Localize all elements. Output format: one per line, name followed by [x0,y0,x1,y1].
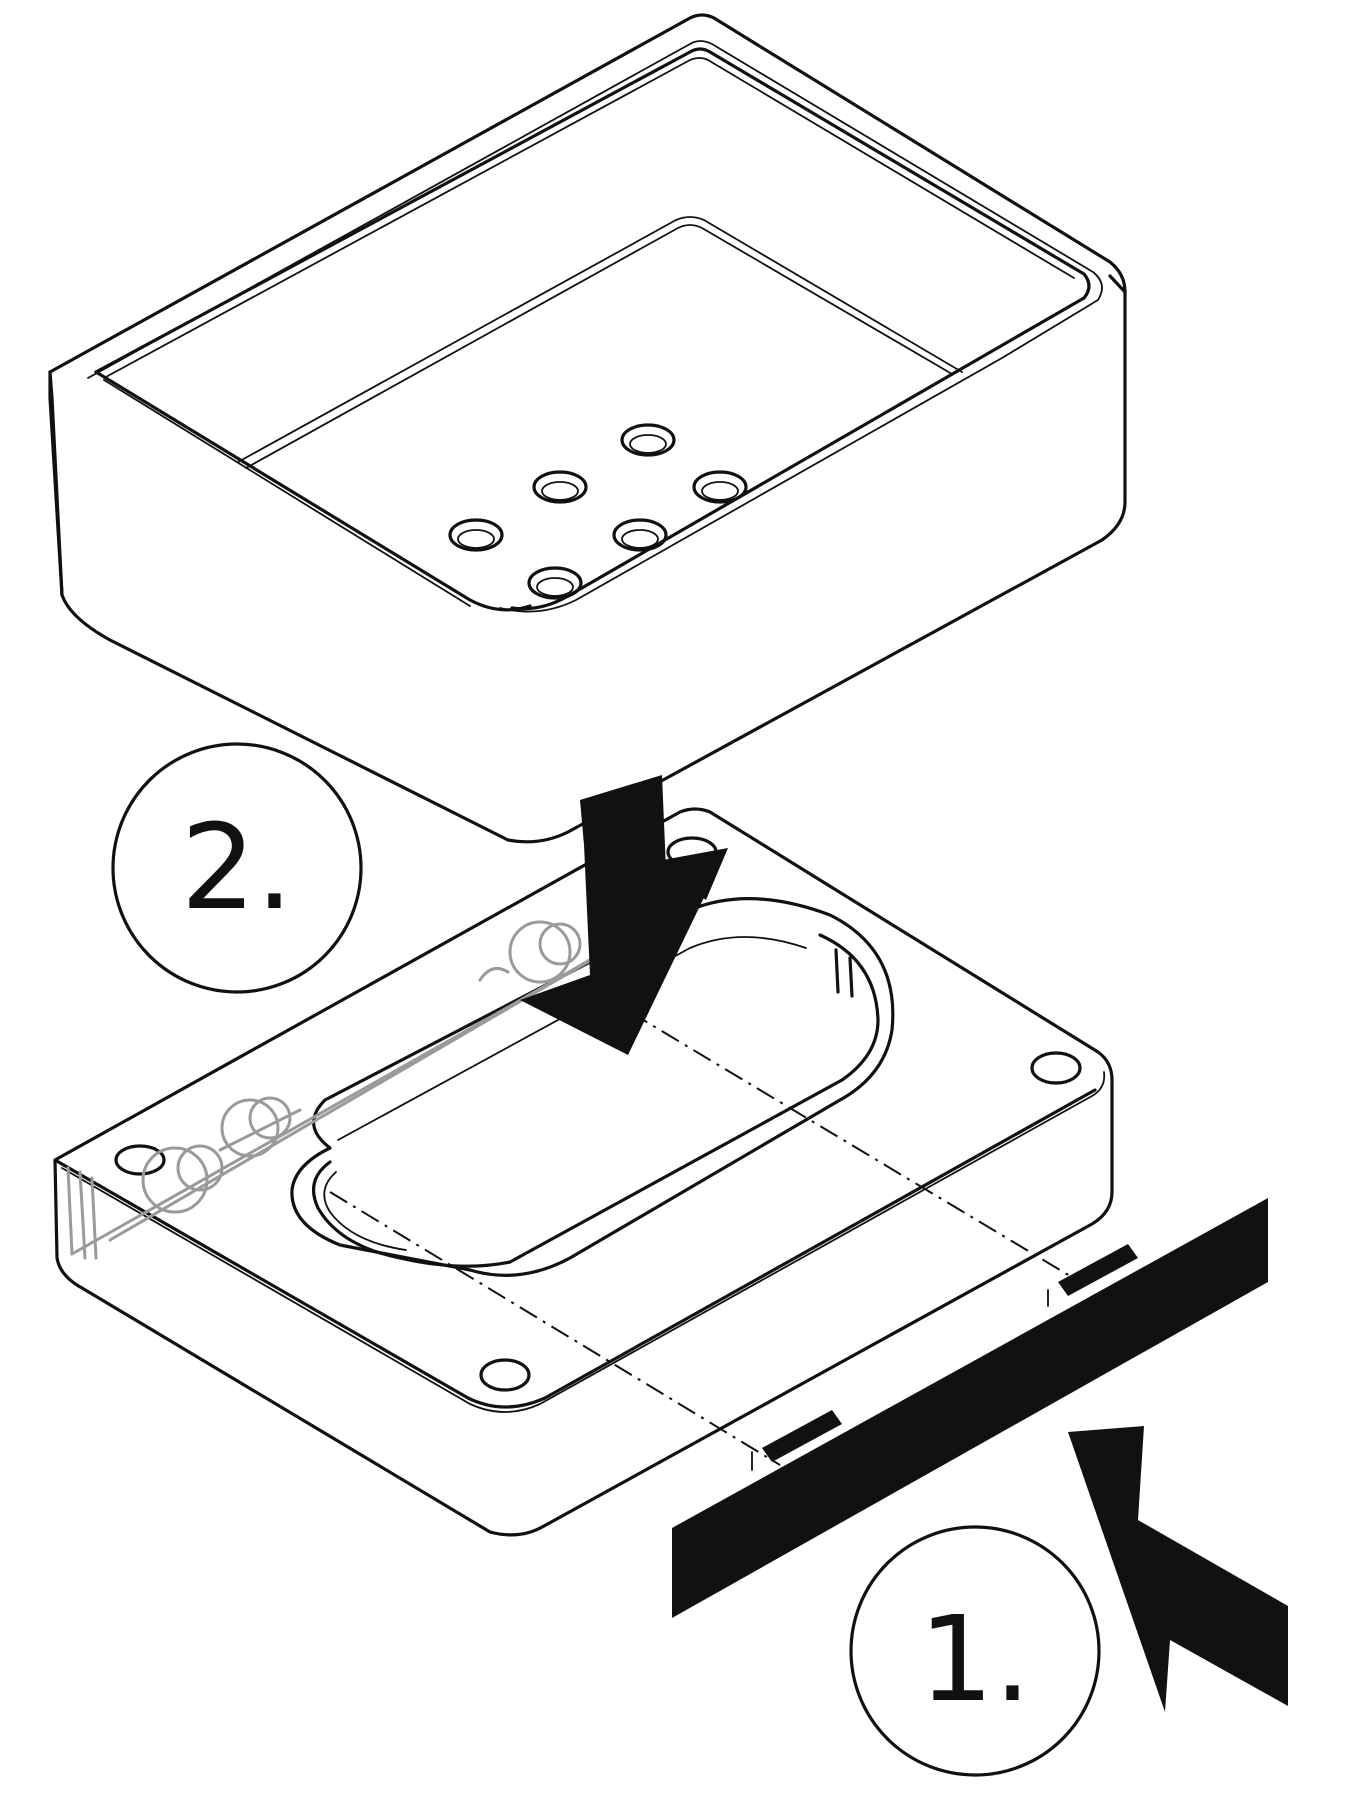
arrow-down-icon [520,775,728,1055]
step-2-marker: 2. [111,742,363,994]
step-1-marker: 1. [849,1525,1101,1777]
alignment-lines [329,1011,1081,1466]
step-2-label: 2. [181,798,294,936]
step-1-label: 1. [919,1590,1032,1728]
soap-dish-tray [48,13,1127,844]
arrow-up-left-icon [1068,1426,1288,1712]
oval-recess [290,897,895,1277]
hidden-fixing-parts [66,866,702,1260]
mounting-plate [672,1198,1268,1618]
drain-holes [448,423,748,600]
wall-bracket [53,807,1114,1537]
